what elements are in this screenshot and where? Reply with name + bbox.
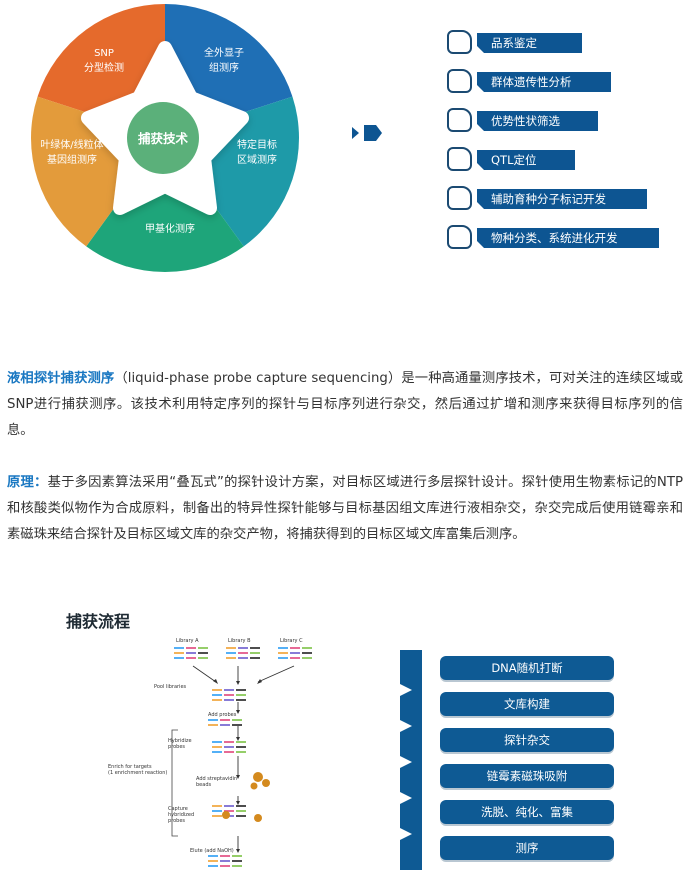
streptavidin-beads: [222, 772, 270, 822]
application-item: QTL定位: [445, 145, 665, 184]
application-label: 辅助育种分子标记开发: [477, 189, 647, 209]
wheel-segment-label-target: 特定目标 区域测序: [237, 138, 277, 166]
library-c-label: Library C: [280, 638, 303, 644]
wheel-segment: [86, 138, 244, 272]
capture-label-1: Capture: [168, 806, 188, 812]
hybridize-label-2: probes: [168, 744, 185, 750]
wheel-segment-label-organelle: 叶绿体/线粒体 基因组测序: [40, 138, 103, 166]
flow-arrows: [192, 665, 295, 850]
step-library-construction: 文库构建: [440, 692, 614, 716]
application-label: 群体遗传性分析: [477, 72, 611, 92]
step-probe-hybridization: 探针杂交: [440, 728, 614, 752]
library-a-label: Library A: [176, 638, 199, 644]
capture-workflow-diagram: Library A Library B Library C Pool libra…: [108, 638, 312, 867]
capture-steps: DNA随机打断 文库构建 探针杂交 链霉素磁珠吸附 洗脱、纯化、富集 测序: [400, 650, 630, 870]
capture-technology-wheel: 捕获技术 SNP 分型检测 全外显子 组测序 特定目标 区域测序 甲基化测序 叶…: [31, 4, 299, 272]
step-dna-fragmentation: DNA随机打断: [440, 656, 614, 680]
streptavidin-label-2: beads: [196, 782, 211, 788]
capture-label-2: hybridized: [168, 812, 194, 818]
wheel-segment-label-methylation: 甲基化测序: [145, 222, 195, 235]
svg-text:甲基化测序: 甲基化测序: [145, 222, 195, 235]
capture-label-3: probes: [168, 818, 185, 824]
enrich-label-1: Enrich for targets: [108, 764, 152, 770]
wheel-center-circle: [127, 102, 199, 174]
application-item: 物种分类、系统进化开发: [445, 223, 665, 262]
frame-icon: [447, 147, 472, 171]
frame-icon: [447, 69, 472, 93]
principle-body: 基于多因素算法采用“叠瓦式”的探针设计方案，对目标区域进行多层探针设计。探针使用…: [7, 475, 683, 542]
streptavidin-label-1: Add streptavidin: [196, 776, 237, 782]
frame-icon: [447, 225, 472, 249]
application-label: 物种分类、系统进化开发: [477, 228, 659, 248]
step-bead-capture: 链霉素磁珠吸附: [440, 764, 614, 788]
wheel-segment-label-exome: 全外显子 组测序: [204, 46, 244, 74]
application-item: 优势性状筛选: [445, 106, 665, 145]
intro-paragraph: 液相探针捕获测序（liquid-phase probe capture sequ…: [7, 366, 683, 444]
svg-text:区域测序: 区域测序: [237, 153, 277, 166]
flow-arrowheads: [213, 679, 262, 853]
chevron-bar-icon: [400, 650, 422, 870]
enrich-label-2: (1 enrichment reaction): [108, 770, 167, 776]
application-item: 群体遗传性分析: [445, 67, 665, 106]
library-b-label: Library B: [228, 638, 251, 644]
step-elute-purify-enrich: 洗脱、纯化、富集: [440, 800, 614, 824]
enrich-bracket: [171, 729, 178, 837]
intro-body: （liquid-phase probe capture sequencing）是…: [7, 371, 684, 438]
wheel-center-label: 捕获技术: [138, 131, 189, 146]
svg-text:基因组测序: 基因组测序: [47, 153, 97, 166]
svg-text:叶绿体/线粒体: 叶绿体/线粒体: [40, 138, 103, 151]
frame-icon: [447, 108, 472, 132]
application-list: 品系鉴定 群体遗传性分析 优势性状筛选 QTL定位 辅助育种分子标记开发 物种分…: [445, 28, 665, 262]
svg-text:特定目标: 特定目标: [237, 138, 277, 151]
principle-term: 原理：: [7, 475, 48, 490]
application-item: 辅助育种分子标记开发: [445, 184, 665, 223]
elute-label: Elute (add NaOH): [190, 848, 234, 854]
svg-text:组测序: 组测序: [209, 61, 239, 74]
frame-icon: [447, 186, 472, 210]
library-strands: [174, 647, 312, 867]
application-label: QTL定位: [477, 150, 575, 170]
step-sequencing: 测序: [440, 836, 614, 860]
pool-label: Pool libraries: [154, 684, 187, 690]
wheel-segment-label-snp: SNP 分型检测: [84, 48, 124, 74]
application-item: 品系鉴定: [445, 28, 665, 67]
frame-icon: [447, 30, 472, 54]
add-probes-label: Add probes: [208, 712, 237, 718]
svg-text:SNP: SNP: [94, 48, 114, 59]
hybridize-label-1: Hybridize: [168, 738, 192, 744]
double-arrow-icon: [352, 125, 382, 141]
principle-paragraph: 原理：基于多因素算法采用“叠瓦式”的探针设计方案，对目标区域进行多层探针设计。探…: [7, 470, 683, 548]
application-label: 品系鉴定: [477, 33, 582, 53]
application-label: 优势性状筛选: [477, 111, 598, 131]
svg-text:全外显子: 全外显子: [204, 46, 244, 59]
flow-title: 捕获流程: [66, 612, 131, 631]
svg-text:分型检测: 分型检测: [84, 61, 124, 74]
intro-term: 液相探针捕获测序: [7, 371, 115, 386]
